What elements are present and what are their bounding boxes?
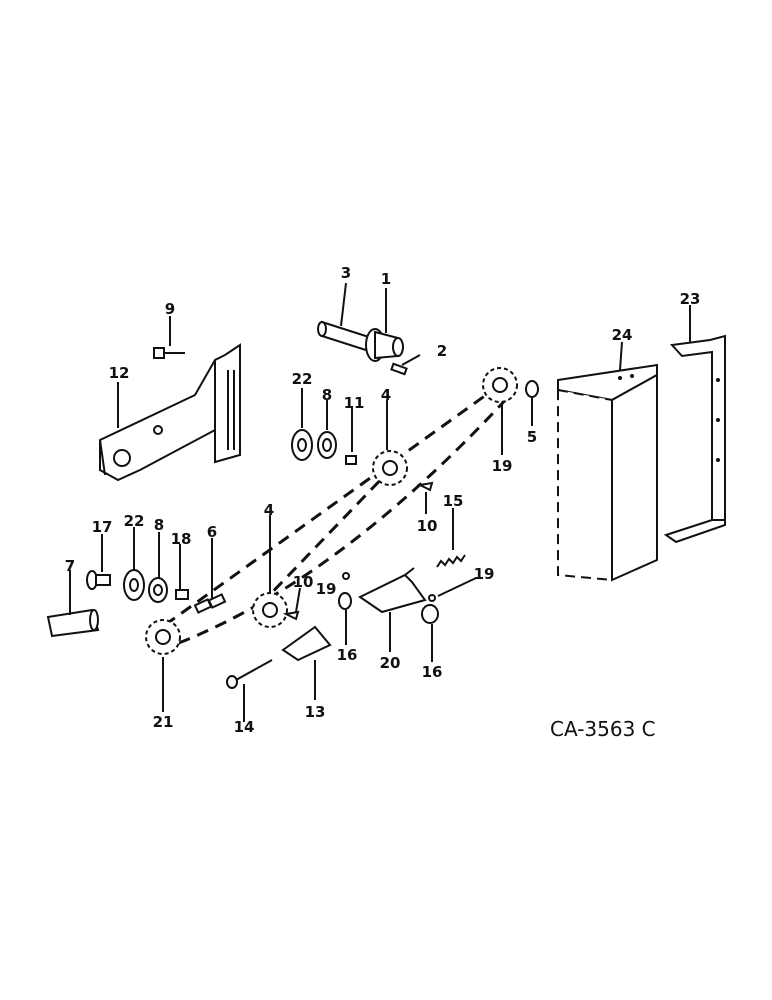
drawing-number: CA-3563 C [550,717,656,741]
hub [365,328,404,362]
label-20: 20 [380,654,401,672]
label-4-upper: 4 [381,386,391,404]
label-18: 18 [171,530,192,548]
clip-right [428,594,436,602]
label-16-right: 16 [422,663,443,681]
label-10-lower: 10 [293,573,314,591]
pin [416,481,434,492]
label-13: 13 [305,703,326,721]
label-23: 23 [680,290,701,308]
label-11: 11 [344,394,365,412]
slide-block [281,625,332,662]
idler-sprocket [482,367,518,403]
washer [525,380,539,398]
bearing [317,431,337,459]
label-4-lower: 4 [264,501,274,519]
label-22-upper: 22 [292,370,313,388]
roller [338,592,352,610]
drive-chain [159,383,512,652]
chain-shield [557,363,658,582]
collar [175,589,189,600]
label-2: 2 [437,342,447,360]
lower-bearing [148,577,168,603]
label-15: 15 [443,492,464,510]
lower-bolt [86,570,111,590]
label-6: 6 [207,523,217,541]
part-labels: 1 2 3 4 4 5 6 7 8 8 9 10 10 11 12 13 14 … [65,264,701,736]
shaft [317,320,373,354]
label-10-upper: 10 [417,517,438,535]
label-1: 1 [381,270,391,288]
label-19-mid: 19 [316,580,337,598]
lower-pin [282,610,300,621]
idler-arm [358,567,427,614]
label-3: 3 [341,264,351,282]
label-22-lower: 22 [124,512,145,530]
chain-link [193,593,227,614]
spring [436,554,466,568]
lower-flange [123,569,145,601]
flange [291,429,313,461]
label-8-lower: 8 [154,516,164,534]
label-16-left: 16 [337,646,358,664]
set-screw [345,455,357,465]
roller-right [421,604,439,624]
sprocket [372,450,408,486]
label-8-upper: 8 [322,386,332,404]
label-14: 14 [234,718,255,736]
clip [342,572,350,580]
tension-bolt [226,659,273,689]
bolt [153,347,185,359]
label-21: 21 [153,713,174,731]
label-12: 12 [109,364,130,382]
label-19-lower: 19 [474,565,495,583]
label-7: 7 [65,557,75,575]
leader-lines [69,282,691,722]
drive-sprocket [145,619,181,655]
label-5: 5 [527,428,537,446]
key [390,362,408,376]
label-9: 9 [165,300,175,318]
lower-sprocket [252,592,288,628]
label-24: 24 [612,326,633,344]
label-19-right: 19 [492,457,513,475]
lower-shaft [46,608,100,638]
shield-bracket [663,334,726,544]
mounting-bracket [99,343,241,482]
label-17: 17 [92,518,113,536]
